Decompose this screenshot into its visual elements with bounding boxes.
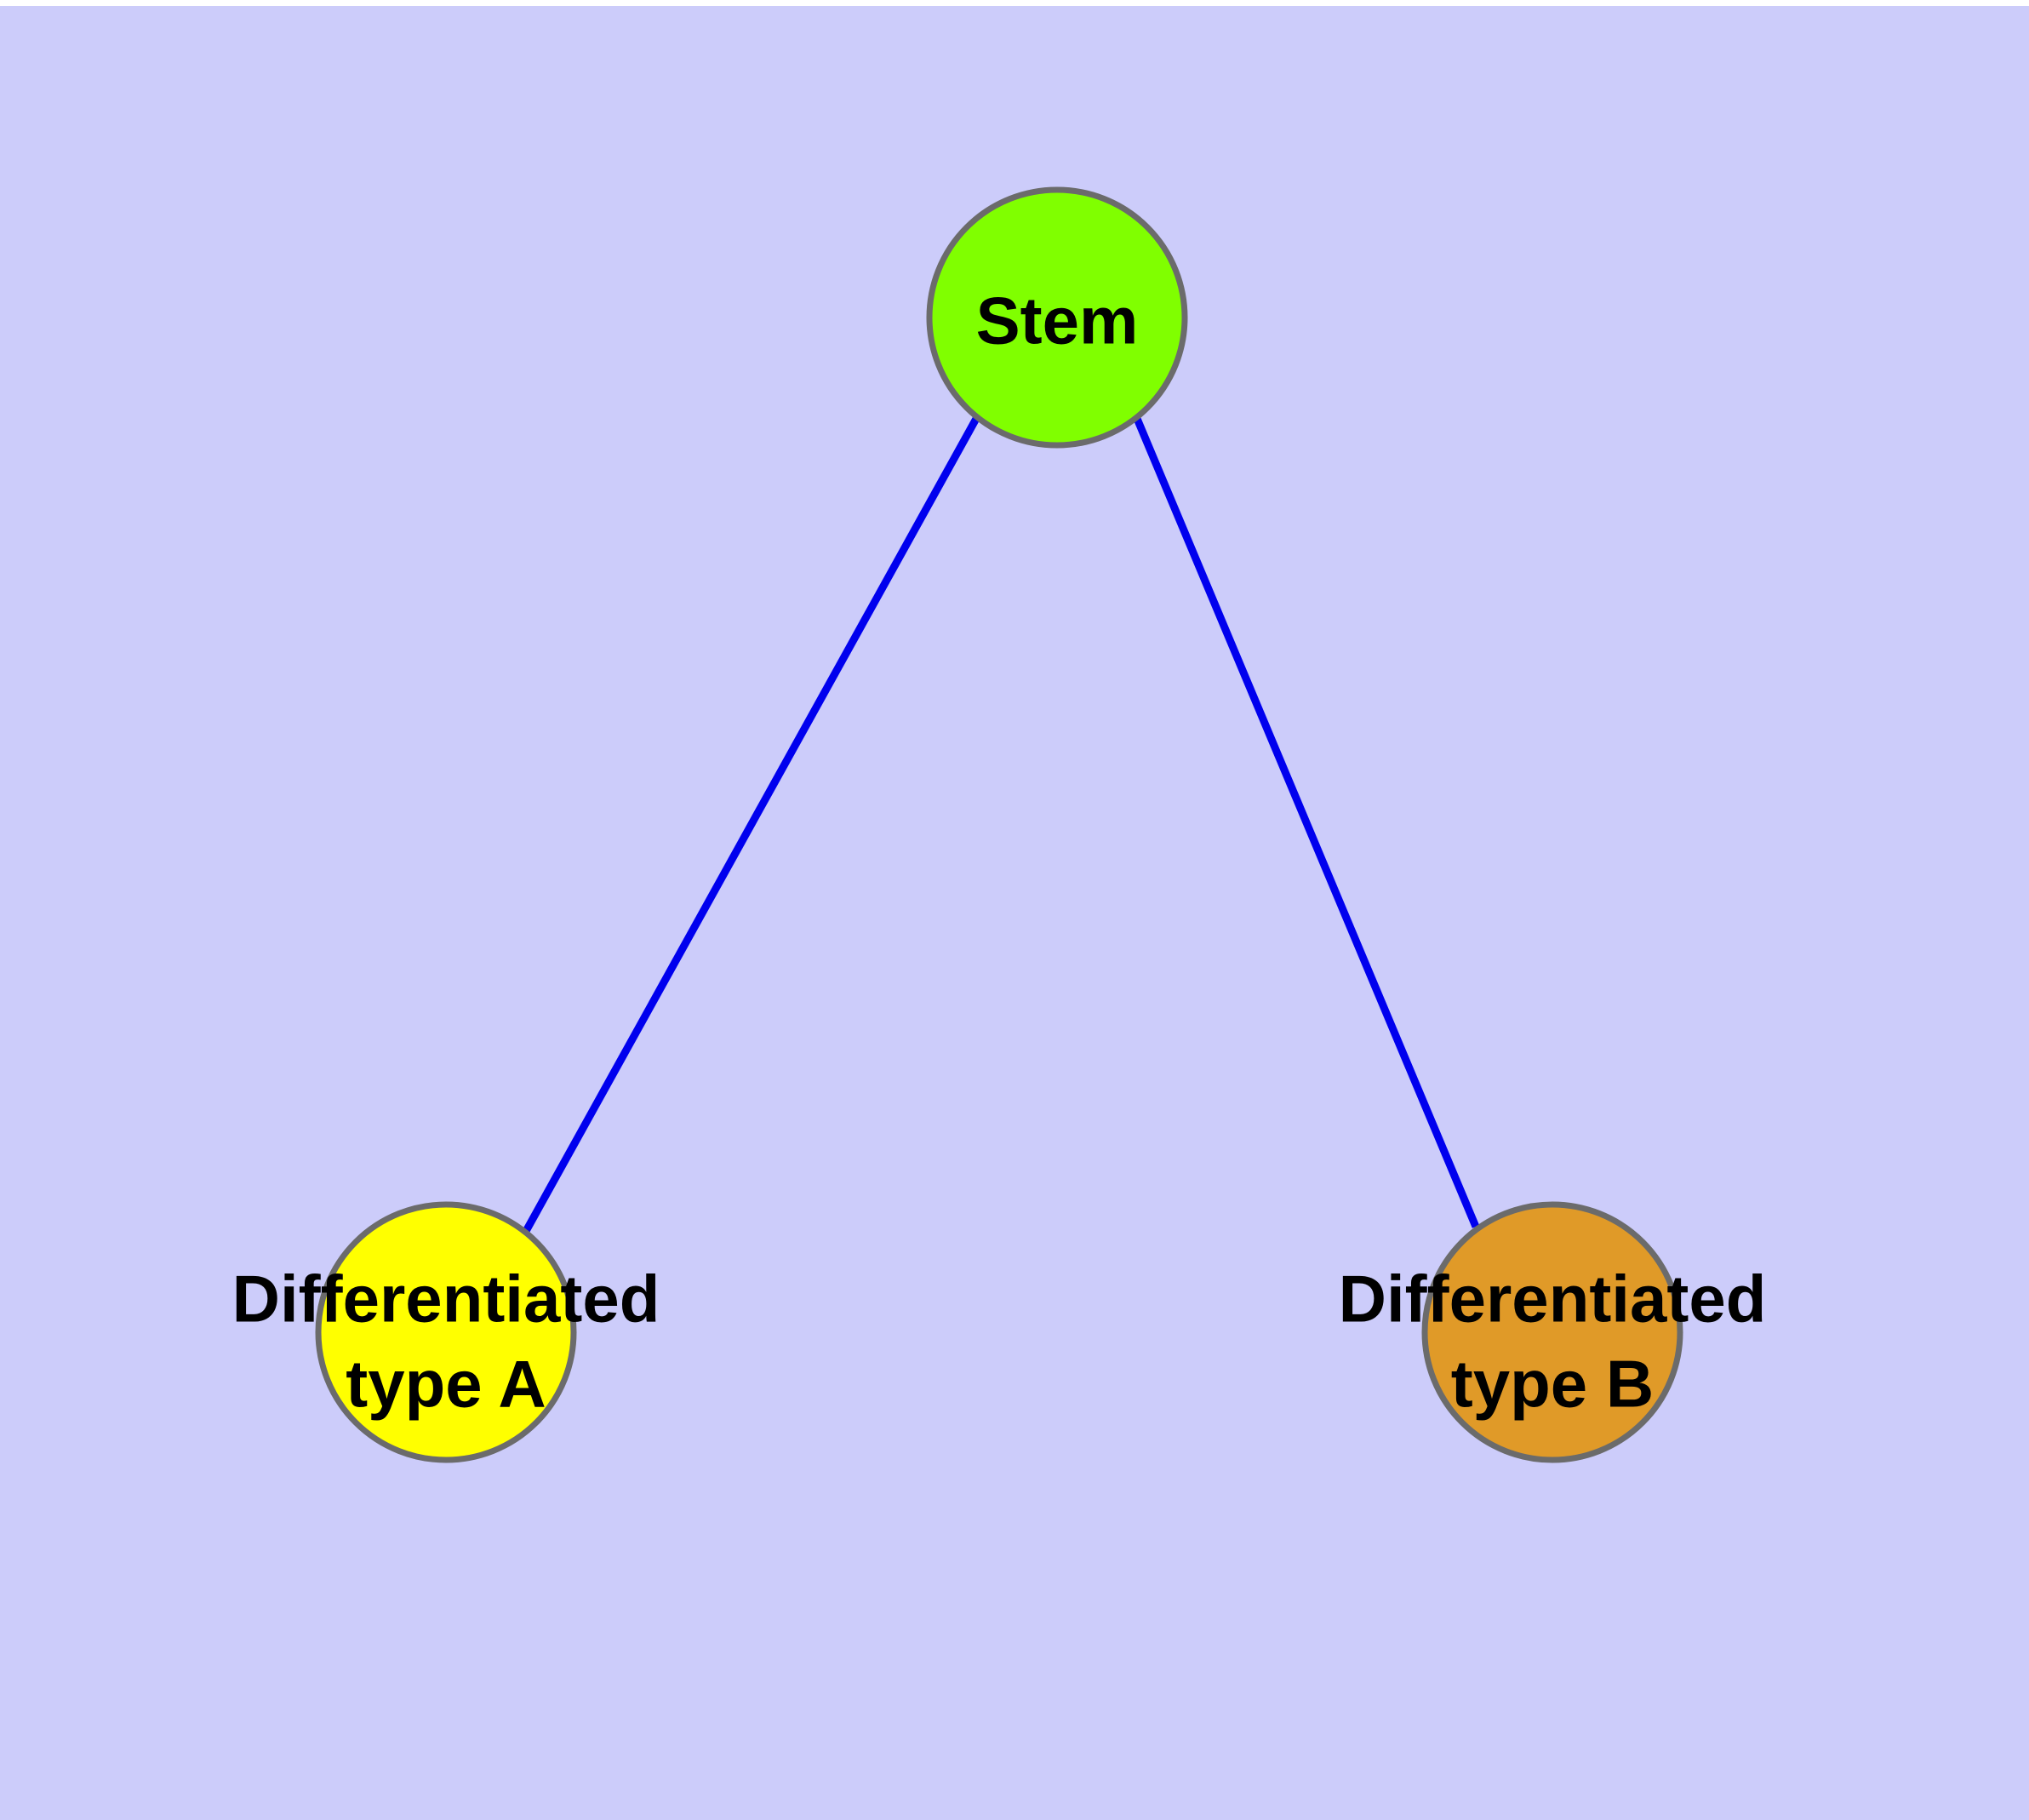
node-stem-circle[interactable] [926, 186, 1188, 449]
node-differentiated-type-a-label-line-1: Differentiated [232, 1262, 660, 1336]
node-stem[interactable]: Stem [926, 186, 1188, 449]
node-differentiated-type-a[interactable]: Differentiated type A [232, 1201, 660, 1463]
node-differentiated-type-b-label-line-2: type B [1451, 1347, 1654, 1422]
node-differentiated-type-b-label-line-1: Differentiated [1339, 1262, 1767, 1336]
node-differentiated-type-b-circle[interactable] [1421, 1201, 1683, 1463]
edge-stem-to-differentiated-type-a[interactable] [522, 415, 980, 1235]
diagram-canvas: Stem Differentiated type A Differentiate… [0, 6, 2029, 1820]
edge-group [522, 413, 1480, 1235]
node-differentiated-type-a-label-line-2: type A [346, 1347, 546, 1422]
graph-svg: Stem Differentiated type A Differentiate… [232, 186, 1767, 1463]
node-stem-label-line-1: Stem [976, 283, 1139, 358]
node-differentiated-type-a-circle[interactable] [315, 1201, 577, 1463]
edge-stem-to-differentiated-type-b[interactable] [1131, 413, 1480, 1228]
node-differentiated-type-b[interactable]: Differentiated type B [1339, 1201, 1767, 1463]
